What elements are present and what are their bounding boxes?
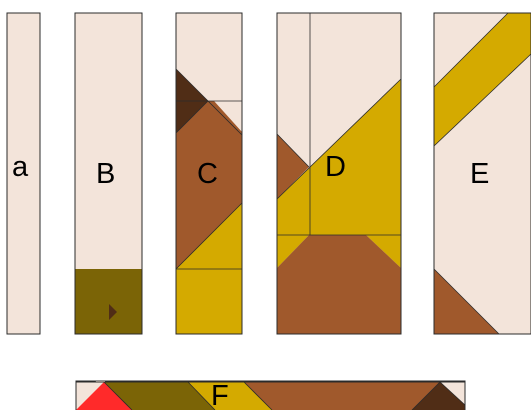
piece-a-label: a bbox=[12, 151, 29, 183]
piece-c: C bbox=[176, 13, 242, 334]
piece-d-label: D bbox=[325, 151, 346, 183]
piece-c-label: C bbox=[197, 158, 218, 190]
piece-f-label: F bbox=[211, 380, 229, 410]
piece-a: a bbox=[7, 13, 40, 334]
piece-d: D bbox=[277, 13, 401, 334]
piece-b-label: B bbox=[96, 158, 115, 190]
piece-e-label: E bbox=[470, 158, 489, 190]
piece-e: E bbox=[434, 13, 531, 334]
piece-f: F bbox=[76, 380, 465, 410]
piece-b: B bbox=[75, 13, 142, 334]
